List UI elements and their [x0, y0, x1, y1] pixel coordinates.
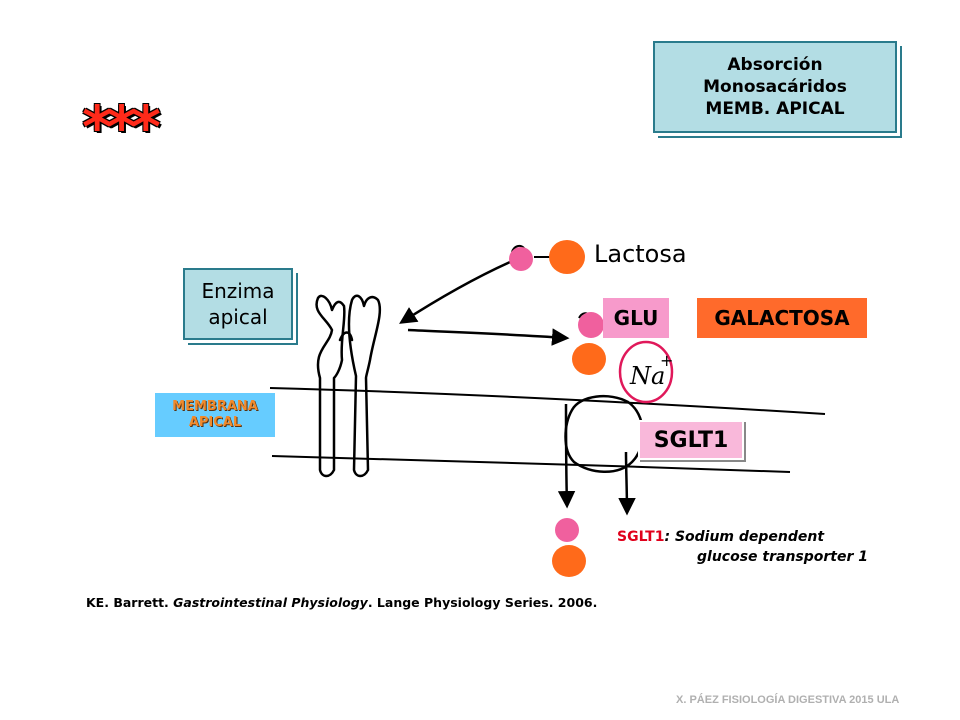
- sglt1-definition: SGLT1: Sodium dependent glucose transpor…: [617, 527, 868, 567]
- citation: KE. Barrett. Gastrointestinal Physiology…: [86, 595, 597, 610]
- transporter-label: SGLT1: [638, 420, 744, 460]
- absorbed-glucose: [555, 518, 579, 542]
- enzyme-label-box: Enzima apical: [183, 268, 293, 340]
- lactose-molecule: [509, 240, 585, 274]
- product-glucose: [578, 312, 604, 338]
- galactose-label: GALACTOSA: [697, 298, 867, 338]
- citation-authors: KE. Barrett.: [86, 595, 174, 610]
- glucose-label: GLU: [603, 298, 669, 338]
- sodium-charge: +: [660, 351, 673, 370]
- footer-credit: X. PÁEZ FISIOLOGÍA DIGESTIVA 2015 ULA: [676, 694, 900, 706]
- enzyme-line-2: apical: [208, 305, 268, 329]
- membrane-label-box: MEMBRANA APICAL: [155, 393, 275, 437]
- lactose-glucose-unit: [509, 247, 533, 271]
- apical-enzyme-drawing: [315, 294, 382, 478]
- enzyme-line-1: Enzima: [201, 279, 275, 303]
- membrane-line-2: APICAL: [188, 415, 242, 430]
- sodium-label: Na: [629, 362, 665, 390]
- note-line-1: : Sodium dependent: [664, 529, 825, 545]
- cleavage-products: [572, 312, 606, 375]
- channel-line-left: [557, 403, 576, 509]
- enzyme-to-products-arrow: [407, 328, 570, 346]
- sodium-circle: [618, 340, 674, 404]
- product-galactose: [572, 343, 606, 375]
- membrane-line-bottom: [271, 455, 791, 473]
- sglt1-transporter: [564, 395, 645, 473]
- citation-title: Gastrointestinal Physiology: [173, 595, 368, 610]
- channel-line-right: [618, 451, 636, 516]
- lactose-label: Lactosa: [594, 240, 687, 268]
- lactose-to-enzyme-arrow: [399, 260, 511, 324]
- citation-rest: . Lange Physiology Series. 2006.: [367, 595, 598, 610]
- title-line-3: MEMB. APICAL: [705, 99, 845, 119]
- membrane-line-top: [269, 387, 826, 415]
- note-line-2: glucose transporter 1: [697, 549, 869, 565]
- absorbed-galactose: [552, 545, 586, 577]
- title-line-1: Absorción: [727, 55, 823, 75]
- importance-stars: ***: [82, 93, 161, 161]
- title-line-2: Monosacáridos: [703, 77, 847, 97]
- note-abbreviation: SGLT1: [617, 529, 665, 545]
- lactose-galactose-unit: [549, 240, 585, 274]
- membrane-line-1: MEMBRANA: [172, 399, 258, 414]
- title-box: Absorción Monosacáridos MEMB. APICAL: [653, 41, 897, 133]
